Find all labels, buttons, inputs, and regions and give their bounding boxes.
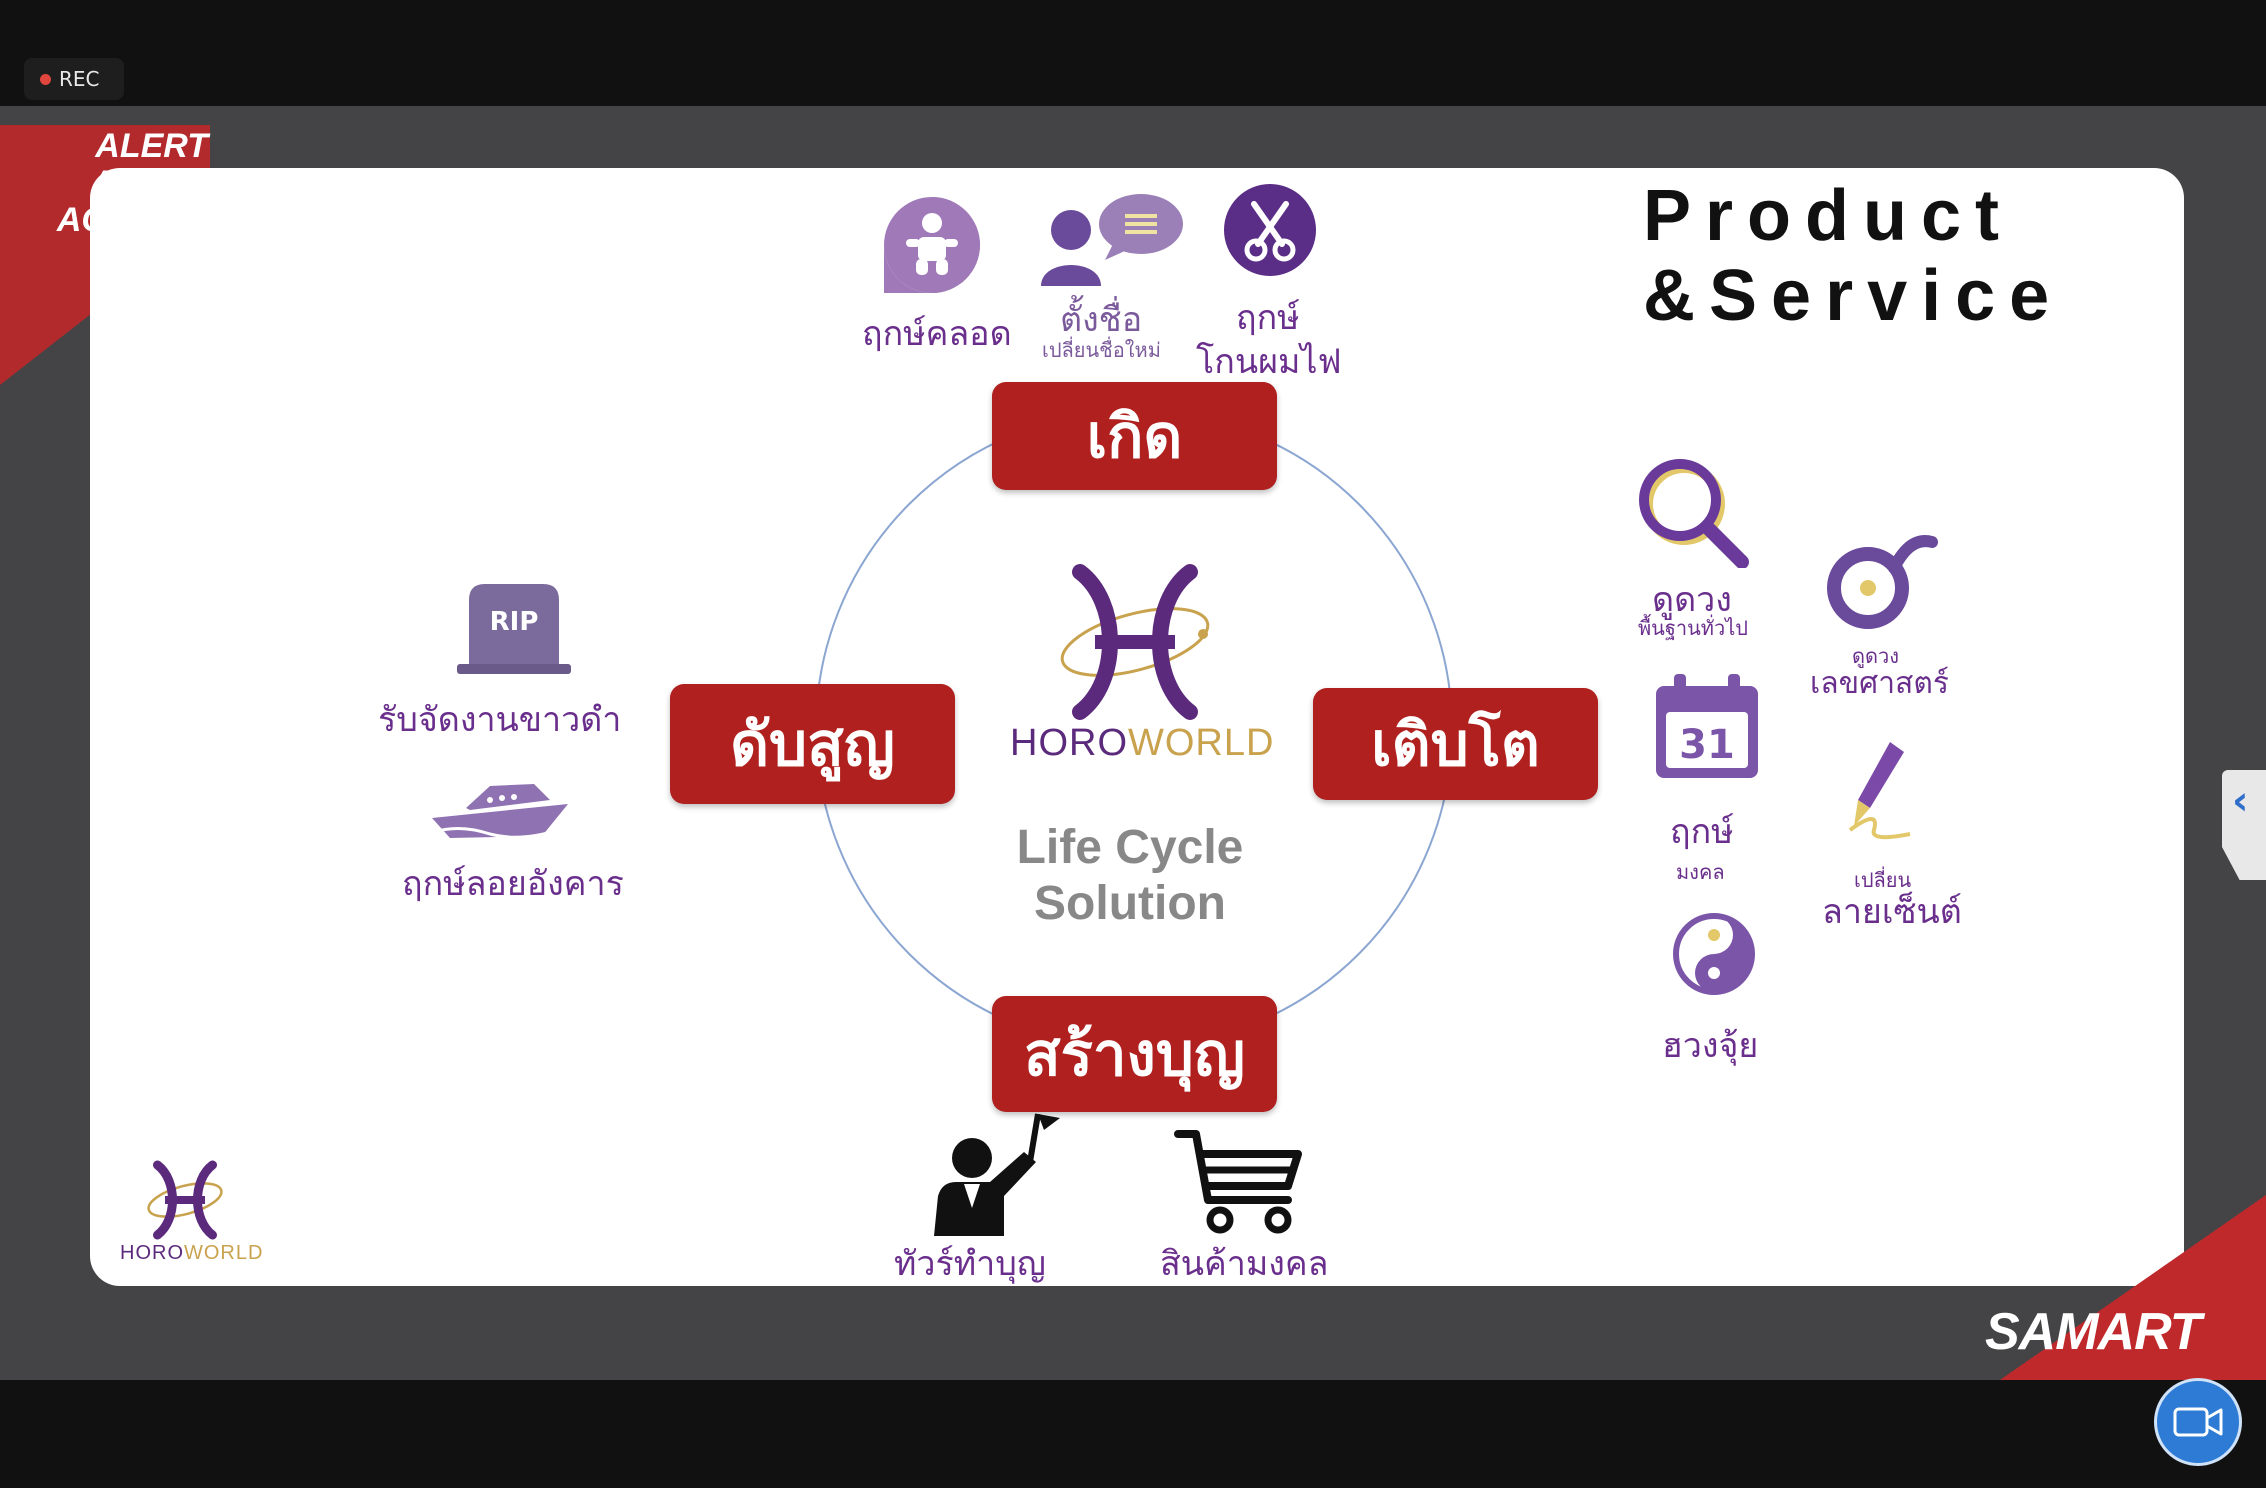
chevron-left-icon[interactable]: ‹ <box>2232 778 2249 824</box>
stage-grow: เติบโต <box>1313 688 1598 800</box>
center-brand-name: HOROWORLD <box>1010 722 1274 765</box>
brand-world: WORLD <box>1128 722 1275 764</box>
merit-item-label: สินค้ามงคล <box>1160 1244 1329 1284</box>
grow-item-sublabel: ดูดวง <box>1852 644 1899 668</box>
boat-icon <box>432 784 568 839</box>
video-camera-icon <box>2173 1407 2223 1437</box>
top-bar: REC <box>0 0 2266 106</box>
shopping-cart-icon <box>1174 1130 1302 1234</box>
grow-item-label: ดูดวง <box>1652 580 1732 620</box>
footer-brand-horo: HORO <box>120 1242 184 1264</box>
grow-item-sublabel: พื้นฐานทั่วไป <box>1638 616 1748 640</box>
footer-brand-world: WORLD <box>184 1242 264 1264</box>
rip-tombstone-icon: RIP <box>457 584 571 674</box>
footer-brand-name: HOROWORLD <box>120 1242 263 1265</box>
samart-logo: SAMART <box>1985 1303 2201 1361</box>
death-item-label: รับจัดงานขาวดำ <box>378 700 622 740</box>
yin-yang-icon <box>1673 913 1755 995</box>
title-line-1: Product <box>1643 176 2014 256</box>
title-line-2: &Service <box>1643 256 2064 336</box>
calendar-number: 31 <box>1679 722 1735 768</box>
life-cycle-caption: Life Cycle Solution <box>990 820 1270 932</box>
stage-merit: สร้างบุญ <box>992 996 1277 1112</box>
footer-horoworld-logo-icon <box>147 1160 223 1240</box>
caption-line-2: Solution <box>1034 877 1226 930</box>
banner-alert: ALERT <box>95 127 208 165</box>
brand-horo: HORO <box>1010 722 1128 764</box>
bottom-bar <box>0 1380 2266 1488</box>
birth-item-label: ฤกษ์ <box>1236 298 1300 338</box>
grow-item-sublabel: มงคล <box>1676 860 1725 884</box>
grow-item-label: ฤกษ์ <box>1670 812 1734 852</box>
pen-icon <box>1848 742 1911 840</box>
tour-guide-icon <box>934 1113 1060 1236</box>
grow-item-sublabel: เปลี่ยน <box>1854 868 1912 892</box>
grow-item-label: เลขศาสตร์ <box>1810 666 1949 701</box>
grow-item-label: ฮวงจุ้ย <box>1662 1026 1759 1066</box>
grow-item-label: ลายเซ็นต์ <box>1822 892 1962 932</box>
horoworld-logo-icon <box>1060 564 1210 720</box>
thai-nine-icon <box>1827 535 1938 629</box>
caption-line-1: Life Cycle <box>1016 821 1244 874</box>
merit-item-label: ทัวร์ทำบุญ <box>894 1244 1046 1284</box>
birth-item-label-2: โกนผมไฟ <box>1196 342 1342 382</box>
birth-item-label: ตั้งชื่อ <box>1060 300 1143 340</box>
scissors-icon <box>1224 184 1316 276</box>
magnifier-icon <box>1639 459 1749 568</box>
calendar-icon: 31 <box>1656 674 1758 778</box>
naming-chat-icon <box>1041 194 1183 286</box>
baby-icon <box>884 197 980 293</box>
recording-dot-icon <box>40 73 51 85</box>
stage-death: ดับสูญ <box>670 684 955 804</box>
recording-indicator: REC <box>24 58 124 100</box>
rip-text: RIP <box>490 607 539 637</box>
camera-button[interactable] <box>2154 1378 2242 1466</box>
birth-item-sublabel: เปลี่ยนชื่อใหม่ <box>1042 338 1161 362</box>
death-item-label: ฤกษ์ลอยอังคาร <box>402 864 624 904</box>
birth-item-label: ฤกษ์คลอด <box>862 314 1012 354</box>
recording-label: REC <box>59 67 100 91</box>
stage-birth: เกิด <box>992 382 1277 490</box>
slide-title: Product &Service <box>1643 176 2063 336</box>
